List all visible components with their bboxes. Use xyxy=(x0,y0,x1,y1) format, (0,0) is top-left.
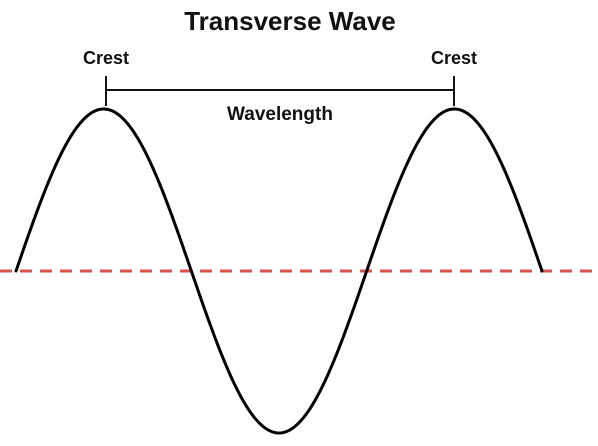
diagram-title: Transverse Wave xyxy=(184,6,396,36)
crest-label-right: Crest xyxy=(431,48,477,68)
wavelength-label: Wavelength xyxy=(227,104,333,125)
wave-curve xyxy=(14,107,544,435)
wavelength-bracket xyxy=(105,76,455,106)
crest-label-left: Crest xyxy=(83,48,129,68)
